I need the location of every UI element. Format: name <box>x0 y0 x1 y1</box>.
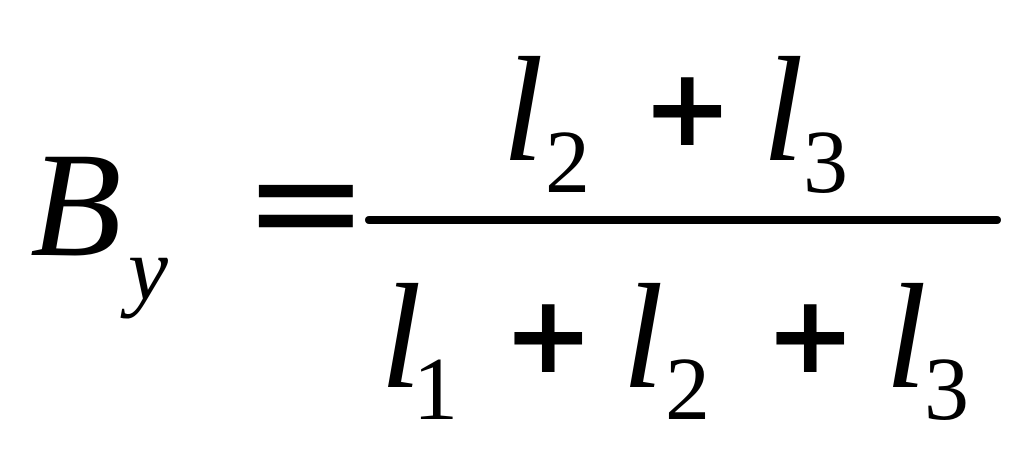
numerator-term-1-subscript: 2 <box>545 113 590 212</box>
denominator-term-1-subscript: 1 <box>413 340 458 439</box>
fraction-bar <box>365 216 1001 224</box>
numerator-term-2-subscript: 3 <box>803 113 848 212</box>
numerator-term-2-symbol: l <box>762 27 804 193</box>
denominator-term-2-subscript: 2 <box>665 340 710 439</box>
denominator-term-2-symbol: l <box>622 254 664 420</box>
denominator-plus-operator-2: + <box>765 273 856 398</box>
numerator-term-1-symbol: l <box>502 27 544 193</box>
denominator-plus-operator-1: + <box>503 273 594 398</box>
denominator-term-3-symbol: l <box>885 254 927 420</box>
equals-sign: = <box>243 115 369 289</box>
lhs-subscript: y <box>128 220 168 319</box>
denominator-term-3-subscript: 3 <box>924 340 969 439</box>
denominator-term-1-symbol: l <box>380 254 422 420</box>
numerator-plus-operator: + <box>642 46 733 171</box>
lhs-symbol: B <box>30 122 122 288</box>
